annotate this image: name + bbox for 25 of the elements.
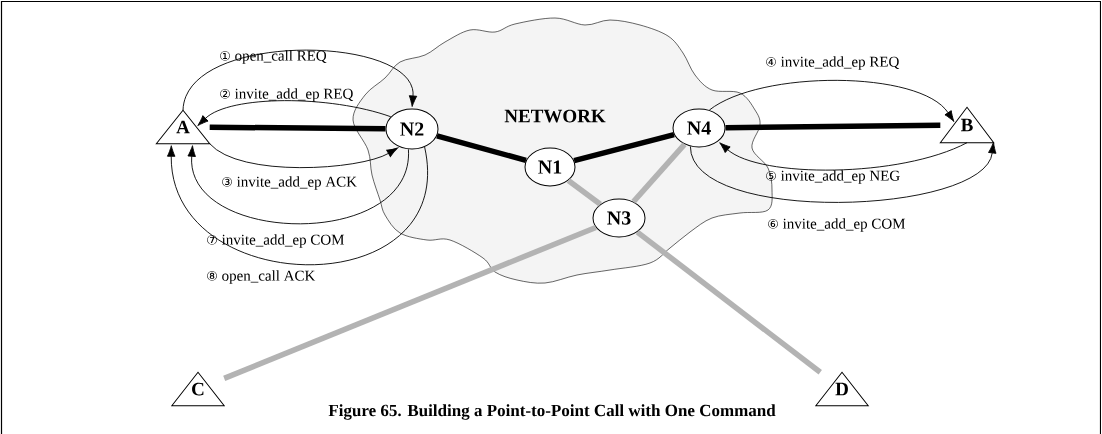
edge-label: ① open_call REQ bbox=[220, 50, 327, 64]
edge-label: ② invite_add_ep REQ bbox=[220, 88, 354, 102]
endpoint-triangle: B bbox=[939, 106, 995, 144]
link-line bbox=[436, 133, 527, 164]
link-line bbox=[223, 224, 597, 381]
link-line bbox=[566, 178, 602, 207]
edge-label: ⑧ open_call ACK bbox=[207, 270, 316, 284]
edge-label: ⑦ invite_add_ep COM bbox=[207, 234, 345, 248]
message-arrow bbox=[182, 49, 418, 111]
link-line bbox=[631, 142, 687, 204]
link-line bbox=[725, 122, 941, 131]
endpoint-triangle: D bbox=[815, 371, 869, 407]
message-arrow bbox=[719, 142, 968, 171]
message-arrow bbox=[689, 141, 997, 203]
message-arrow bbox=[167, 145, 428, 266]
link-line bbox=[573, 131, 675, 164]
endpoint-triangle: A bbox=[155, 109, 211, 145]
message-arrow bbox=[708, 79, 955, 122]
link-line bbox=[635, 229, 822, 375]
link-line bbox=[209, 124, 386, 132]
message-arrow bbox=[187, 145, 409, 225]
figure-caption: Figure 65. Building a Point-to-Point Call with One Command bbox=[328, 404, 776, 420]
message-arrow bbox=[197, 100, 392, 127]
endpoint-triangle: C bbox=[171, 371, 225, 407]
message-arrow bbox=[209, 143, 399, 169]
